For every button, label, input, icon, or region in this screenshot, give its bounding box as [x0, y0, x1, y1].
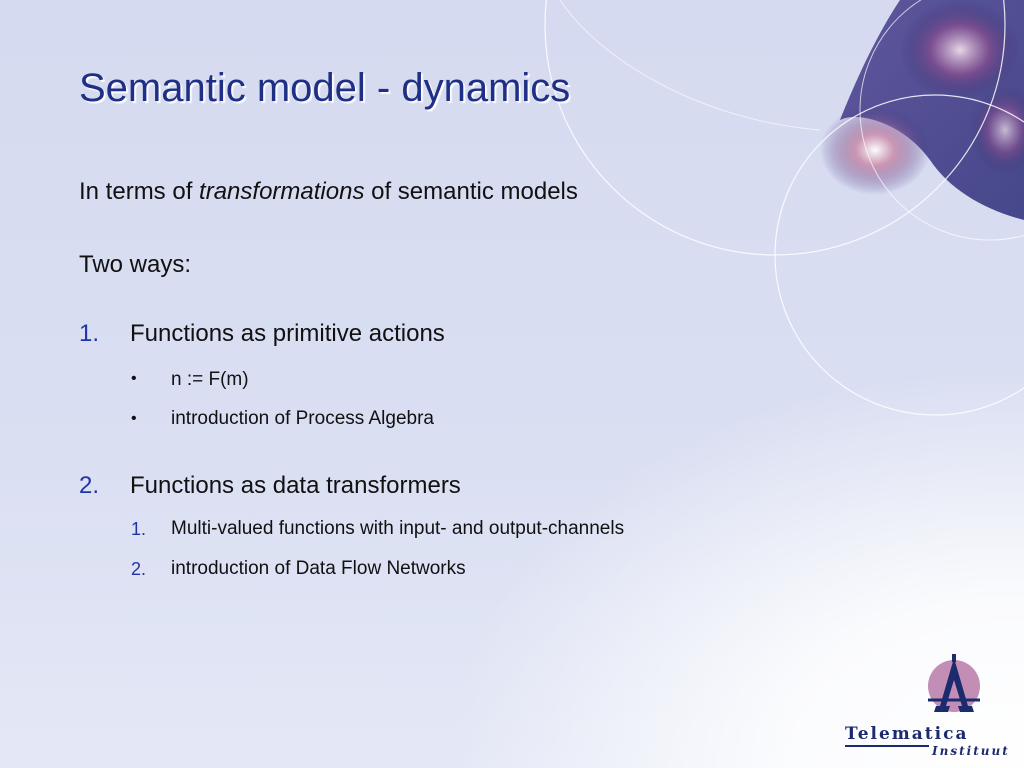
logo-rule [845, 745, 929, 747]
list-number-2: 2. [79, 472, 100, 499]
sub-item-1-1-text: n := F(m) [171, 369, 249, 390]
two-ways-text: Two ways: [79, 251, 192, 278]
sub-bullet-1-2: • [131, 410, 137, 427]
list-item-1-text: Functions as primitive actions [130, 320, 445, 347]
sub-item-1-2-text: introduction of Process Algebra [171, 408, 434, 429]
intro-line: In terms of transformations of semantic … [79, 178, 578, 206]
logo-name: Telematica [845, 724, 969, 744]
list-item-2-text: Functions as data transformers [130, 472, 461, 499]
intro-emphasis: transformations [199, 178, 365, 205]
intro-after: of semantic models [364, 178, 578, 205]
telematica-logo: Telematica Instituut [840, 650, 1020, 762]
sub-number-2-2: 2. [131, 559, 147, 579]
list-number-1: 1. [79, 320, 100, 347]
sub-item-2-2-text: introduction of Data Flow Networks [171, 558, 466, 579]
sub-number-2-1: 1. [131, 519, 147, 539]
slide-title: Semantic model - dynamics [79, 66, 571, 110]
logo-subtitle: Instituut [932, 744, 1010, 758]
sub-bullet-1-1: • [131, 370, 137, 387]
intro-before: In terms of [79, 178, 200, 205]
sub-item-2-1-text: Multi-valued functions with input- and o… [171, 518, 625, 539]
logo-emblem-icon [928, 654, 980, 712]
